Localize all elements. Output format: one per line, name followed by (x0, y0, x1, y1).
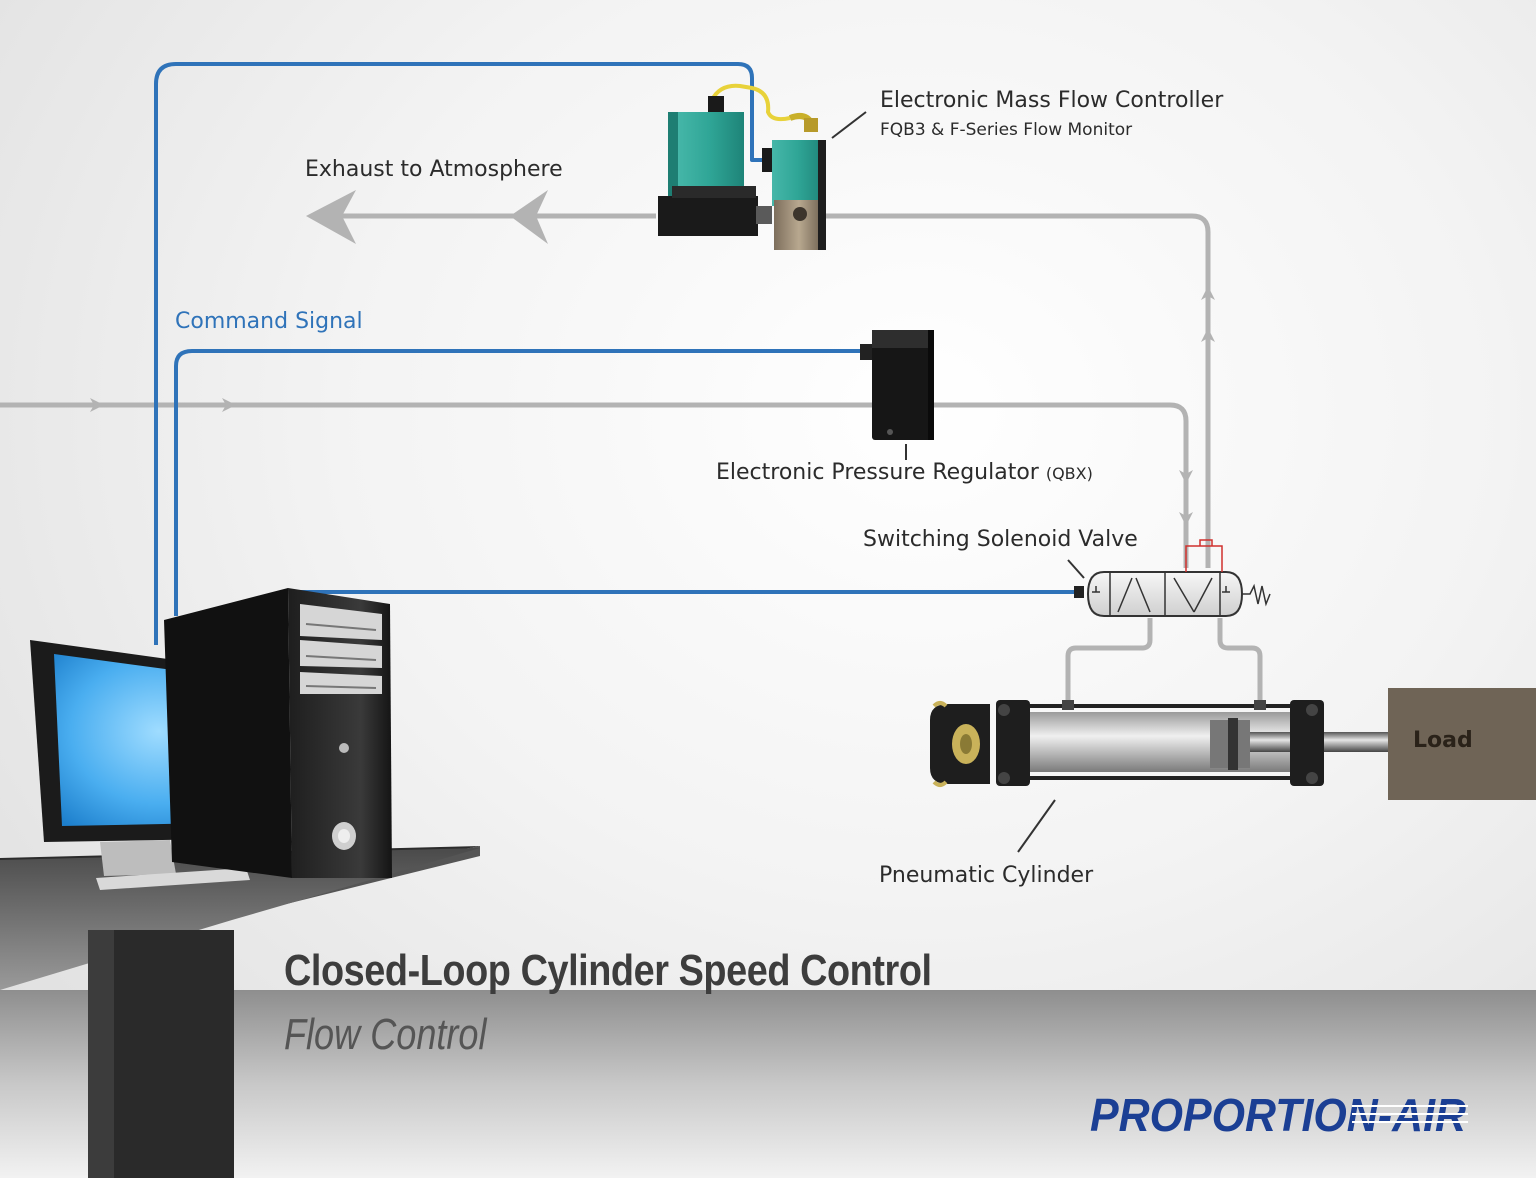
air-lines (0, 213, 1263, 704)
mfc-leader (831, 111, 867, 139)
regulator-model: (QBX) (1045, 464, 1093, 483)
exhaust-arrow-1 (510, 190, 548, 244)
valve-to-cylinder-b (1217, 618, 1263, 704)
regulator-label: Electronic Pressure Regulator (QBX) (716, 460, 1093, 485)
cylinder-label: Pneumatic Cylinder (879, 863, 1094, 888)
diagram-subtitle: Flow Control (284, 1010, 487, 1059)
solenoid-label: Switching Solenoid Valve (863, 527, 1138, 552)
mass-flow-controller-icon (658, 83, 826, 250)
up-arrow-1 (1201, 286, 1215, 300)
down-arrow-2 (1179, 512, 1193, 526)
pressure-regulator-icon (860, 330, 934, 440)
valve-to-cylinder-a (1065, 618, 1153, 704)
flow-arrows (90, 190, 1215, 526)
exhaust-arrow-2 (306, 190, 356, 244)
signal-to-mfc (154, 62, 764, 645)
diagram-title: Closed-Loop Cylinder Speed Control (284, 946, 932, 995)
up-arrow-2 (1201, 328, 1215, 342)
floor-band (0, 990, 1536, 1178)
supply-arrow-1 (90, 398, 104, 412)
down-arrow-1 (1179, 470, 1193, 484)
signal-to-regulator (174, 349, 864, 616)
computer-tower-icon (164, 588, 392, 878)
cylinder-leader (1017, 799, 1056, 853)
solenoid-valve-icon (1074, 539, 1271, 617)
exhaust-label: Exhaust to Atmosphere (305, 157, 563, 182)
regulator-name: Electronic Pressure Regulator (716, 460, 1039, 485)
mfc-title-label: Electronic Mass Flow Controller (880, 88, 1224, 113)
pneumatic-cylinder-icon (930, 700, 1390, 787)
load-block (1388, 688, 1536, 800)
command-signal-lines (154, 62, 1080, 645)
load-label: Load (1413, 728, 1473, 753)
solenoid-leader (1067, 559, 1085, 579)
supply-arrow-2 (222, 398, 236, 412)
mfc-subtitle-label: FQB3 & F-Series Flow Monitor (880, 120, 1133, 140)
regulator-to-valve-line (934, 402, 1189, 568)
leader-lines (831, 111, 1085, 853)
command-signal-label: Command Signal (175, 309, 363, 334)
proportion-air-logo: PROPORTION-AIR (1090, 1089, 1468, 1140)
exhaust-return-line (826, 213, 1211, 568)
